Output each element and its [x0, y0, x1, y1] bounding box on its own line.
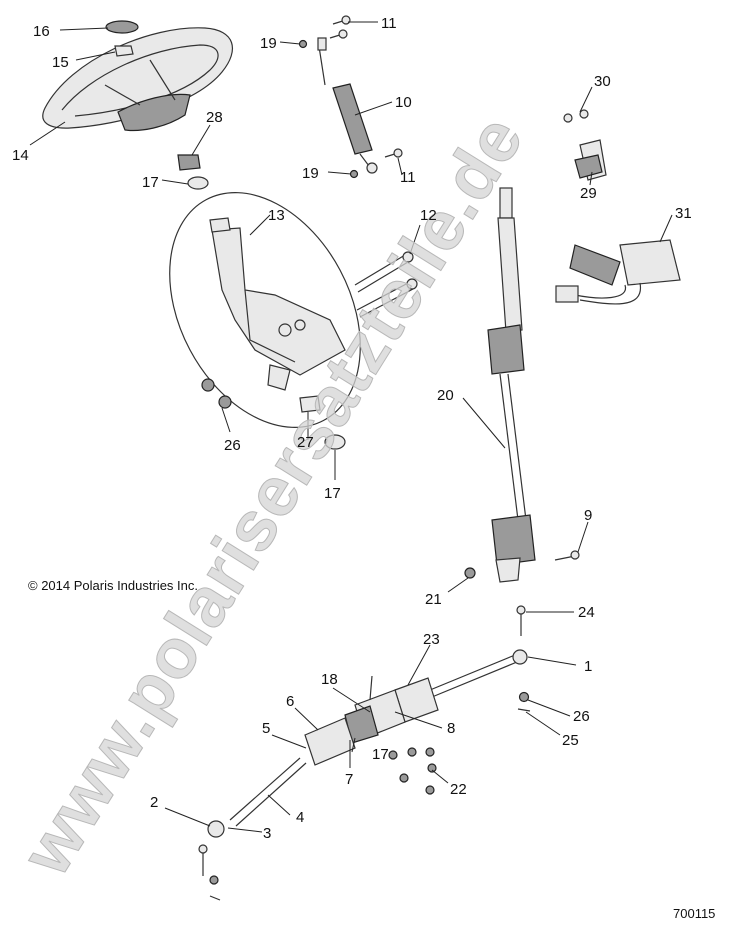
pin-lower-left	[209, 895, 221, 901]
callout-24: 24	[578, 604, 595, 621]
callout-19-upper: 19	[260, 35, 277, 52]
callout-7: 7	[345, 771, 353, 788]
horn-cap	[105, 20, 139, 34]
callout-27: 27	[297, 434, 314, 451]
figure-number: 700115	[673, 906, 715, 921]
callout-13: 13	[268, 207, 285, 224]
nut-19-upper	[298, 39, 308, 49]
callout-3: 3	[263, 825, 271, 842]
callout-4: 4	[296, 809, 304, 826]
bolt-24	[516, 605, 526, 636]
steering-column	[487, 187, 536, 583]
callout-8: 8	[447, 720, 455, 737]
nuts-22	[388, 747, 437, 795]
callout-18: 18	[321, 671, 338, 688]
screw-30	[563, 113, 573, 123]
callout-28: 28	[206, 109, 223, 126]
callout-2: 2	[150, 794, 158, 811]
callout-20: 20	[437, 387, 454, 404]
callout-11-lower: 11	[400, 169, 416, 186]
copyright-notice: © 2014 Polaris Industries Inc.	[28, 578, 198, 593]
callout-23: 23	[423, 631, 440, 648]
callout-9: 9	[584, 507, 592, 524]
screw-30b	[579, 109, 589, 119]
callout-10: 10	[395, 94, 412, 111]
callout-14: 14	[12, 147, 29, 164]
callout-29: 29	[580, 185, 597, 202]
nut-21	[464, 567, 476, 579]
callout-26-lower: 26	[573, 708, 590, 725]
callout-labels: 16 15 14 28 17 13 26 27 17 19 11 10 19 1…	[12, 15, 692, 842]
nut-lower-left	[209, 875, 219, 885]
switch-harness-31	[555, 239, 681, 305]
bracket-group-outline	[169, 192, 361, 428]
callout-5: 5	[262, 720, 270, 737]
bushing-17-lower	[324, 434, 346, 450]
wheel-nut	[114, 45, 134, 57]
leader-lines	[29, 21, 673, 833]
pin-25	[517, 708, 531, 712]
callout-30: 30	[594, 73, 611, 90]
callout-15: 15	[52, 54, 69, 71]
nut-19-lower	[349, 169, 359, 179]
callout-26-upper: 26	[224, 437, 241, 454]
callout-31: 31	[675, 205, 692, 222]
steering-wheel	[42, 27, 233, 132]
callout-6: 6	[286, 693, 294, 710]
steering-rack	[207, 649, 528, 838]
callout-19-lower: 19	[302, 165, 319, 182]
callout-17-lower: 17	[324, 485, 341, 502]
bushing-17-upper	[187, 176, 209, 190]
callout-17-upper: 17	[142, 174, 159, 191]
callout-22: 22	[450, 781, 467, 798]
steering-damper	[317, 37, 378, 174]
bolt-9	[554, 550, 580, 561]
steering-bracket	[209, 217, 346, 413]
nuts-26-upper	[201, 378, 232, 409]
callout-12: 12	[420, 207, 437, 224]
callout-17-rack: 17	[372, 746, 389, 763]
callout-16: 16	[33, 23, 50, 40]
bolts-12	[354, 251, 418, 318]
ignition-switch	[574, 139, 607, 181]
callout-11-upper: 11	[381, 15, 397, 32]
clip-28	[177, 154, 201, 171]
bolt-2	[198, 844, 208, 876]
callout-1: 1	[584, 658, 592, 675]
callout-21: 21	[425, 591, 442, 608]
callout-25: 25	[562, 732, 579, 749]
nut-26-lower	[518, 691, 530, 703]
